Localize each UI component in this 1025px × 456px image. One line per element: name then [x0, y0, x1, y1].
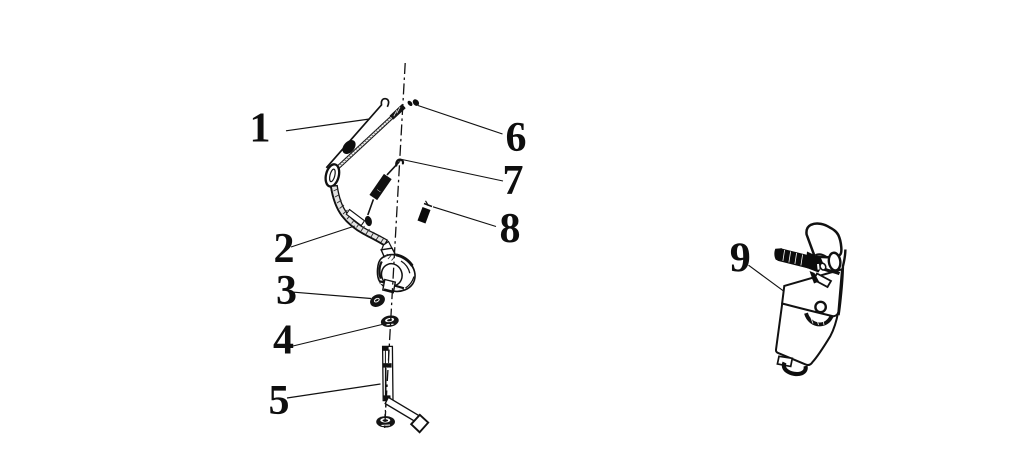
svg-text:7: 7	[503, 158, 524, 204]
svg-text:8: 8	[500, 206, 521, 252]
svg-text:6: 6	[506, 115, 527, 161]
svg-text:3: 3	[276, 268, 297, 314]
svg-text:5: 5	[269, 378, 290, 424]
svg-text:9: 9	[730, 236, 751, 282]
svg-text:4: 4	[273, 318, 294, 364]
svg-text:2: 2	[274, 226, 295, 272]
svg-text:1: 1	[250, 106, 271, 152]
